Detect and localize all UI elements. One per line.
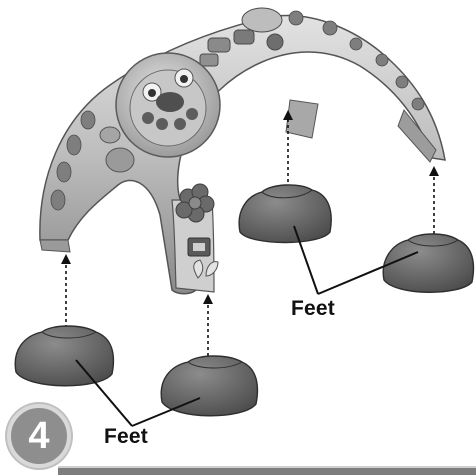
foot-left: [15, 326, 113, 386]
step-divider: [58, 466, 476, 475]
feet-label-left: Feet: [104, 426, 148, 447]
foot-bottom-middle: [161, 356, 257, 416]
feet-label-right: Feet: [291, 298, 335, 319]
foot-top-right: [239, 185, 331, 243]
lion-face: [100, 53, 220, 172]
step-number-badge: 4: [7, 404, 71, 468]
step-number: 4: [28, 417, 49, 455]
arch: [40, 8, 445, 294]
foot-far-right: [383, 234, 473, 292]
